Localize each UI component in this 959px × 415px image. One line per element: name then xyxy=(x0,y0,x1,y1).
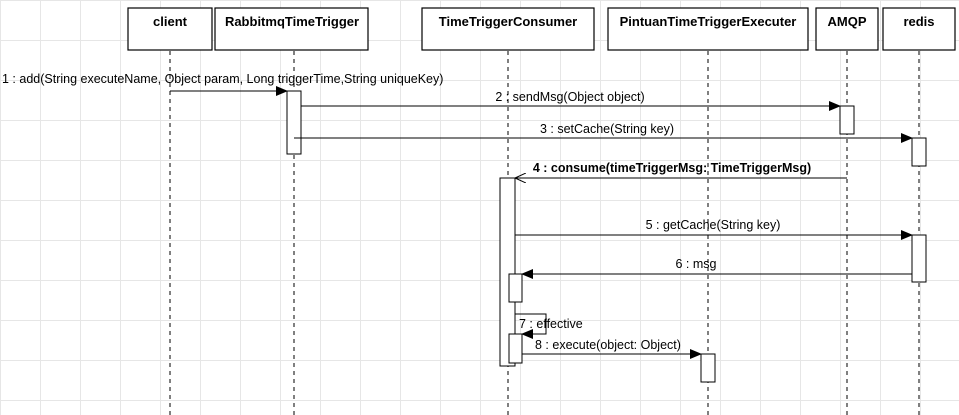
message-3[interactable]: 3 : setCache(String key) xyxy=(294,122,913,143)
message-label: 4 : consume(timeTriggerMsg: TimeTriggerM… xyxy=(533,161,811,175)
participant-rabbit[interactable]: RabbitmqTimeTrigger xyxy=(214,7,369,51)
activation-executer xyxy=(700,353,716,383)
participant-consumer[interactable]: TimeTriggerConsumer xyxy=(421,7,595,51)
message-label: 1 : add(String executeName, Object param… xyxy=(2,72,443,86)
message-label: 6 : msg xyxy=(676,257,717,271)
message-2[interactable]: 2 : sendMsg(Object object) xyxy=(301,90,841,111)
participant-label: redis xyxy=(903,14,934,29)
message-label: 5 : getCache(String key) xyxy=(646,218,781,232)
participant-client[interactable]: client xyxy=(127,7,213,51)
message-label: 2 : sendMsg(Object object) xyxy=(495,90,644,104)
participant-label: PintuanTimeTriggerExecuter xyxy=(620,14,797,29)
message-label: 3 : setCache(String key) xyxy=(540,122,674,136)
participant-label: AMQP xyxy=(828,14,867,29)
activation-rabbit xyxy=(286,90,302,155)
activation-redis-2 xyxy=(911,234,927,283)
activation-redis-1 xyxy=(911,137,927,167)
message-8[interactable]: 8 : execute(object: Object) xyxy=(522,338,702,359)
message-6[interactable]: 6 : msg xyxy=(521,257,912,279)
participant-label: RabbitmqTimeTrigger xyxy=(225,14,359,29)
message-label: 8 : execute(object: Object) xyxy=(535,338,681,352)
participant-amqp[interactable]: AMQP xyxy=(815,7,879,51)
activation-consumer-nested-1 xyxy=(508,273,523,303)
message-arrow xyxy=(515,313,547,339)
activation-consumer-nested-2 xyxy=(508,333,523,364)
activation-consumer xyxy=(499,177,516,367)
participant-redis[interactable]: redis xyxy=(882,7,956,51)
message-1[interactable]: 1 : add(String executeName, Object param… xyxy=(2,72,443,96)
participant-executer[interactable]: PintuanTimeTriggerExecuter xyxy=(607,7,809,51)
activation-amqp xyxy=(839,105,855,135)
participant-label: TimeTriggerConsumer xyxy=(439,14,577,29)
message-4[interactable]: 4 : consume(timeTriggerMsg: TimeTriggerM… xyxy=(515,161,847,178)
message-5[interactable]: 5 : getCache(String key) xyxy=(515,218,913,240)
message-7[interactable]: 7 : effective xyxy=(515,313,583,339)
participant-label: client xyxy=(153,14,188,29)
message-label: 7 : effective xyxy=(519,317,583,331)
